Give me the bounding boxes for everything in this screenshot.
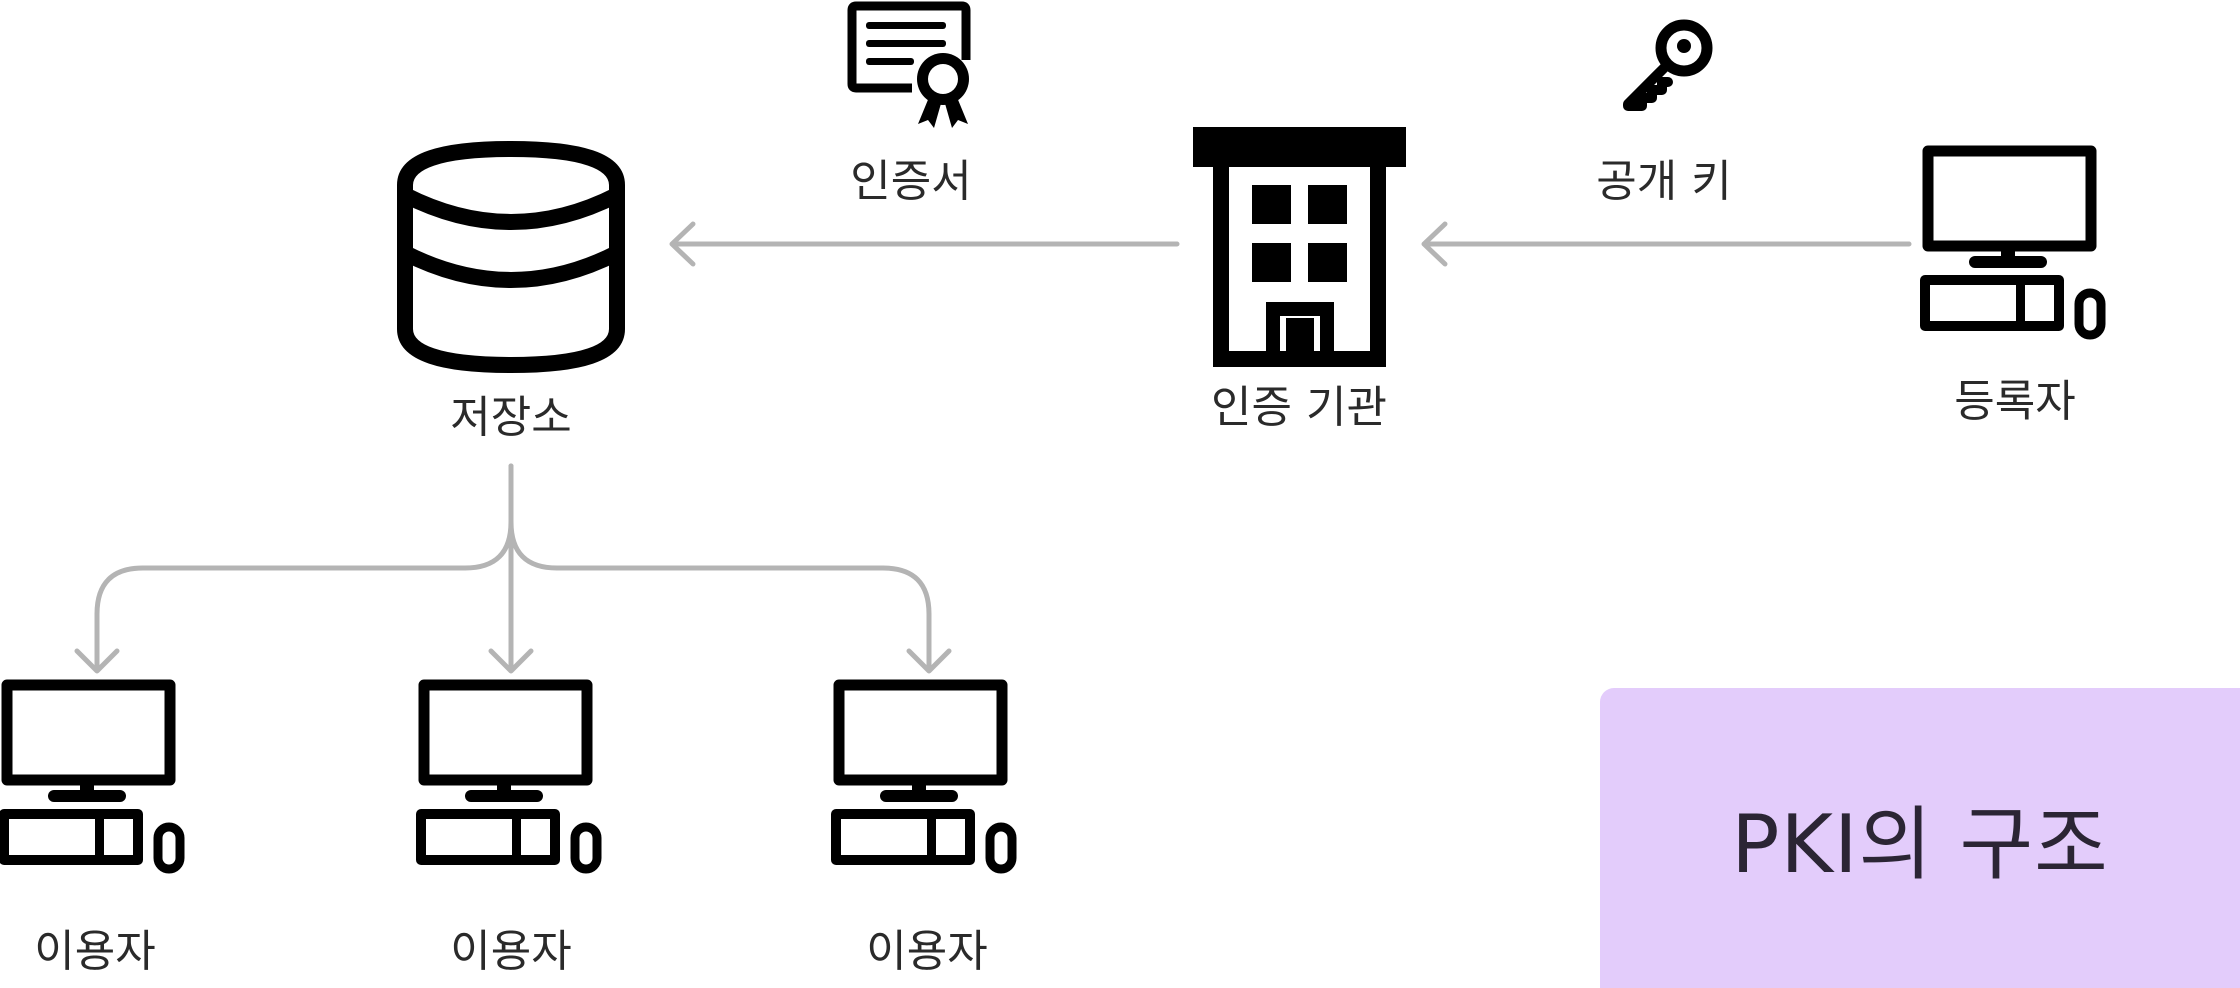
certificate-label: 인증서: [850, 156, 972, 207]
computer-icon: [4, 685, 180, 869]
arrow-repository-to-user-3: [508, 519, 952, 674]
arrow-repository-to-user-2: [488, 463, 534, 674]
key-icon: [1623, 19, 1713, 111]
connectors: [74, 221, 1912, 674]
registrant-label: 등록자: [1954, 376, 2076, 427]
user-label: 이용자: [34, 926, 156, 977]
diagram-title: PKI의 구조: [1731, 798, 2109, 891]
arrow-ca-to-repository: [669, 221, 1180, 267]
title-box: PKI의 구조: [1600, 688, 2240, 988]
public-key-label: 공개 키: [1596, 156, 1732, 207]
computer-icon: [1925, 151, 2101, 335]
certificate-icon: [847, 1, 971, 128]
computer-icon: [421, 685, 597, 869]
user-label: 이용자: [866, 926, 988, 977]
arrow-registrant-to-ca: [1421, 221, 1912, 267]
arrow-repository-to-user-1: [74, 463, 514, 674]
repository-label: 저장소: [450, 392, 572, 443]
building-icon: [1193, 127, 1406, 367]
ca-label: 인증 기관: [1211, 382, 1387, 433]
database-icon: [397, 141, 625, 373]
user-label: 이용자: [450, 926, 572, 977]
computer-icon: [836, 685, 1012, 869]
